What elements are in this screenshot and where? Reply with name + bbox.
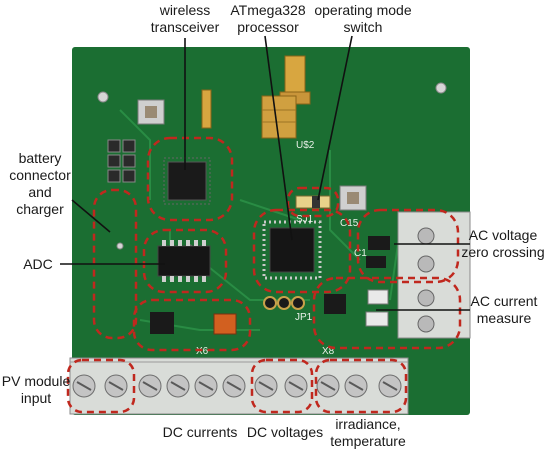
terminal-screw-slot [170, 381, 186, 391]
terminal-screw-slot [288, 381, 304, 391]
silk-u2: U$2 [296, 140, 315, 151]
label-dc-voltages: DC voltages [246, 424, 324, 440]
wireless-module [163, 157, 211, 205]
atmega-chip [262, 220, 322, 280]
mode-switch [295, 195, 331, 209]
outline-wireless [146, 136, 234, 222]
silk-x6: X6 [196, 346, 209, 357]
callout-processor [264, 35, 293, 241]
label-ac-voltage-zero-crossing: AC voltage zero crossing [461, 227, 545, 260]
label-atmega-processor: ATmega328 processor [230, 2, 306, 35]
antenna-connector [261, 55, 311, 139]
outline-irradiance [314, 358, 408, 414]
power-parts [150, 312, 237, 335]
ac-current-parts [324, 289, 389, 327]
label-dc-currents: DC currents [162, 424, 238, 440]
callout-mode-switch [317, 35, 353, 201]
terminal-screw-slot [382, 381, 398, 391]
silk-jp1: JP1 [295, 312, 313, 323]
label-irradiance-temperature: irradiance, temperature [330, 416, 406, 449]
outline-pv-input [66, 358, 136, 414]
callout-lines [60, 35, 470, 311]
label-ac-current-measure: AC current measure [470, 293, 538, 326]
terminal-screw-slot [198, 381, 214, 391]
silk-c1: C1 [354, 248, 367, 259]
outline-mode-switch [286, 186, 340, 218]
pin-header-left [107, 139, 136, 183]
label-adc: ADC [23, 256, 53, 272]
outline-dc-voltages [250, 358, 314, 414]
right-terminal-block [397, 211, 471, 339]
outline-processor [252, 208, 352, 294]
terminal-screw-slot [108, 381, 124, 391]
label-operating-mode-switch: operating mode switch [314, 2, 412, 35]
silk-x8: X8 [322, 346, 335, 357]
terminal-screw-slot [258, 381, 274, 391]
outline-ac-voltage [356, 208, 460, 284]
label-battery-connector: battery connector and charger [9, 150, 71, 217]
callout-battery [71, 199, 111, 233]
outline-ac-current [312, 276, 462, 350]
push-buttons [137, 99, 367, 211]
terminal-screw-slot [76, 381, 92, 391]
terminal-screws [72, 374, 402, 398]
terminal-screw-slot [348, 381, 364, 391]
terminal-screw-slot [226, 381, 242, 391]
silk-sj1: SJ1 [296, 214, 314, 225]
ac-voltage-parts [366, 236, 390, 268]
label-wireless-transceiver: wireless transceiver [150, 2, 220, 35]
label-pv-module-input: PV module input [1, 373, 71, 406]
terminal-screw-slot [142, 381, 158, 391]
terminal-screw-slot [320, 381, 336, 391]
outline-lower-parts [132, 298, 252, 352]
adc-chip [157, 240, 211, 282]
jp1-header [263, 296, 305, 310]
outline-adc [142, 228, 228, 294]
antenna-pin [201, 89, 212, 129]
